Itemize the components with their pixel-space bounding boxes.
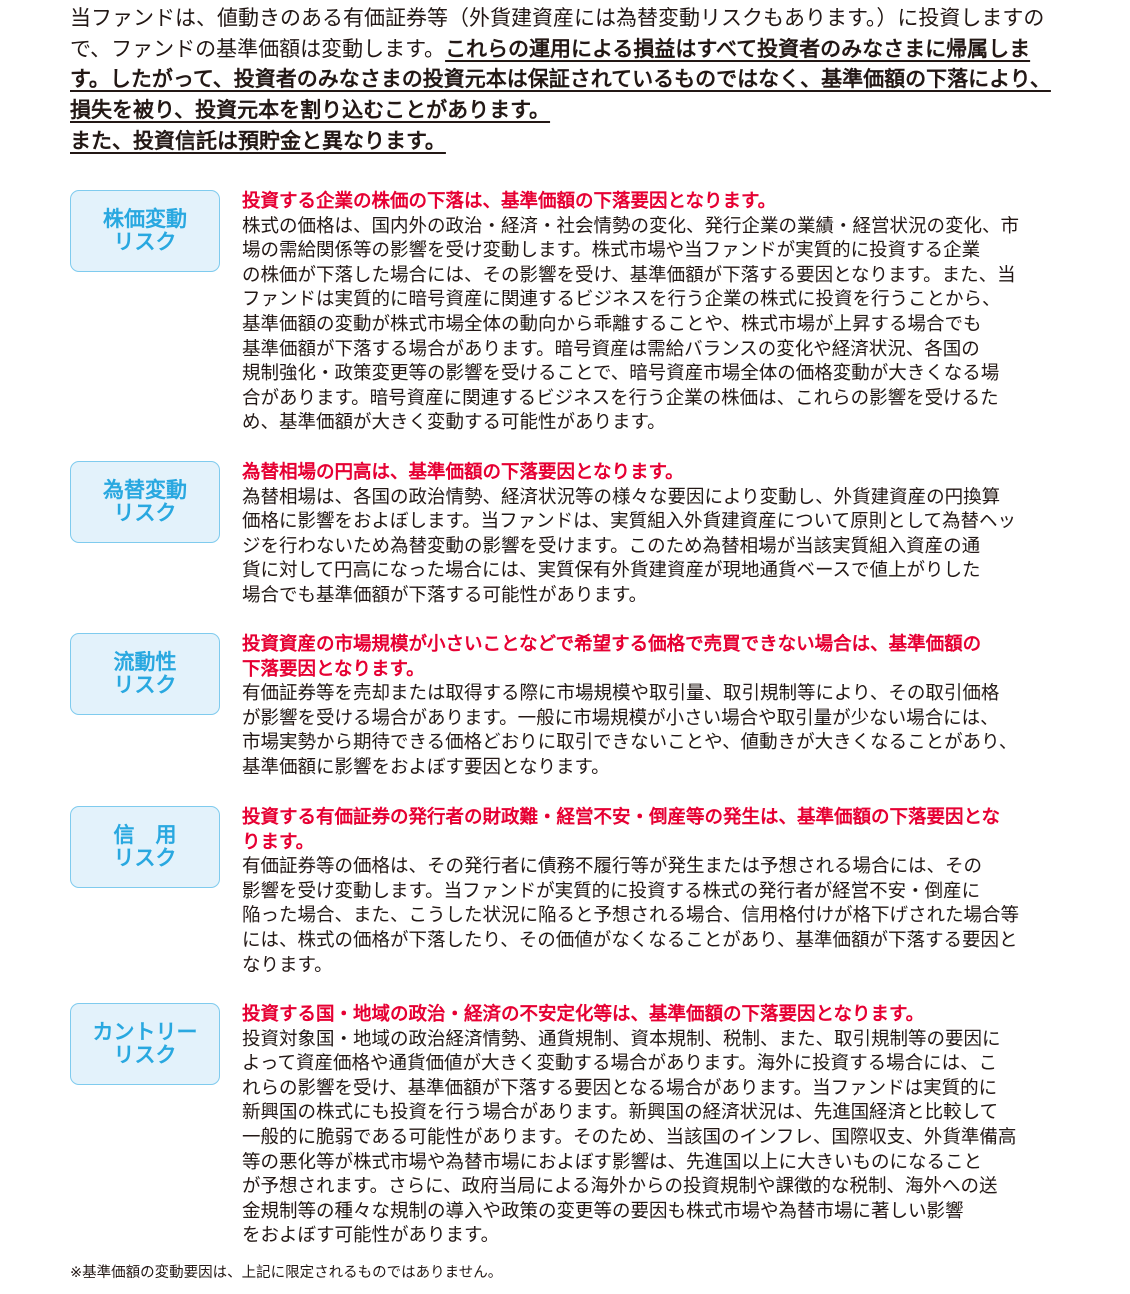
risk-body-line: には、株式の価格が下落したり、その価値がなくなることがあり、基準価額が下落する要…	[242, 929, 1018, 951]
risk-badge: 株価変動リスク	[70, 190, 220, 272]
risk-badge-label: リスク	[113, 673, 177, 697]
risk-heading: ります。	[242, 831, 315, 853]
risk-heading: 下落要因となります。	[242, 658, 425, 680]
risk-body-line: 影響を受け変動します。当ファンドが実質的に投資する株式の発行者が経営不安・倒産に	[242, 880, 981, 902]
risk-body-line: 為替相場は、各国の政治情勢、経済状況等の様々な要因により変動し、外貨建資産の円換…	[242, 486, 1001, 508]
intro-underlined-text: 損失を被り、投資元本を割り込むことがあります。	[70, 98, 551, 123]
risk-body-line: 場合でも基準価額が下落する可能性があります。	[242, 584, 648, 606]
risk-body-line: 価格に影響をおよぼします。当ファンドは、実質組入外貨建資産について原則として為替…	[242, 511, 1017, 533]
risk-body-line: 合があります。暗号資産に関連するビジネスを行う企業の株価は、これらの影響を受ける…	[242, 387, 999, 409]
risk-heading: 投資する企業の株価の下落は、基準価額の下落要因となります。	[242, 191, 777, 212]
risk-body-line: 有価証券等を売却または取得する際に市場規模や取引量、取引規制等により、その取引価…	[242, 683, 1000, 705]
risk-badge: 流動性リスク	[70, 633, 220, 715]
risk-body-line: 基準価額が下落する場合があります。暗号資産は需給バランスの変化や経済状況、各国の	[242, 338, 980, 360]
risk-body-line: なります。	[242, 954, 333, 976]
risk-body-line: 規制強化・政策変更等の影響を受けることで、暗号資産市場全体の価格変動が大きくなる…	[242, 363, 1000, 385]
footnote: ※基準価額の変動要因は、上記に限定されるものではありません。	[70, 1265, 503, 1281]
risk-body-line: れらの影響を受け、基準価額が下落する要因となる場合があります。当ファンドは実質的…	[242, 1077, 998, 1099]
risk-body-line: ジを行わないため為替変動の影響を受けます。このため為替相場が当該実質組入資産の通	[242, 535, 981, 557]
risk-body-line: 新興国の株式にも投資を行う場合があります。新興国の経済状況は、先進国経済と比較し…	[242, 1102, 999, 1124]
risk-heading: 投資する有価証券の発行者の財政難・経営不安・倒産等の発生は、基準価額の下落要因と…	[242, 807, 1000, 828]
risk-body-line: 陥った場合、また、こうした状況に陥ると予想される場合、信用格付けが格下げされた場…	[242, 905, 1020, 927]
intro-underlined-text: また、投資信託は預貯金と異なります。	[70, 128, 446, 153]
risk-body-line: め、基準価額が大きく変動する可能性があります。	[242, 412, 666, 434]
risk-body-line: の株価が下落した場合には、その影響を受け、基準価額が下落する要因となります。また…	[242, 264, 1016, 286]
risk-body-line: 貨に対して円高になった場合には、実質保有外貨建資産が現地通貨ベースで値上がりした	[242, 560, 981, 582]
risk-body-line: 有価証券等の価格は、その発行者に債務不履行等が発生または予想される場合には、その	[242, 856, 983, 878]
risk-body-line: 株式の価格は、国内外の政治・経済・社会情勢の変化、発行企業の業績・経営状況の変化…	[242, 215, 1020, 237]
intro-line: 当ファンドは、値動きのある有価証券等（外貨建資産には為替変動リスクもあります。）…	[70, 6, 1045, 30]
risk-body-line: 投資対象国・地域の政治経済情勢、通貨規制、資本規制、税制、また、取引規制等の要因…	[242, 1028, 1001, 1050]
risk-body-line: 金規制等の種々な規制の導入や政策の変更等の要因も株式市場や為替市場に著しい影響	[242, 1200, 964, 1222]
risk-badge: カントリーリスク	[70, 1003, 220, 1085]
risk-body-line: 一般的に脆弱である可能性があります。そのため、当該国のインフレ、国際収支、外貨準…	[242, 1126, 1017, 1148]
risk-heading: 投資する国・地域の政治・経済の不安定化等は、基準価額の下落要因となります。	[242, 1004, 925, 1025]
intro-underlined-text: す。したがって、投資者のみなさまの投資元本は保証されているものではなく、基準価額…	[70, 67, 1051, 92]
risk-badge-label: 為替変動	[103, 478, 187, 502]
risk-badge: 為替変動リスク	[70, 461, 220, 543]
risk-content: 投資する企業の株価の下落は、基準価額の下落要因となります。株式の価格は、国内外の…	[242, 190, 1072, 436]
risk-body-line: が予想されます。さらに、政府当局による海外からの投資規制や課徴的な税制、海外への…	[242, 1176, 998, 1198]
risk-body-line: 等の悪化等が株式市場や為替市場におよぼす影響は、先進国以上に大きいものになること	[242, 1151, 983, 1173]
risk-body-line: ファンドは実質的に暗号資産に関連するビジネスを行う企業の株式に投資を行うことから…	[242, 289, 1001, 311]
risk-heading: 為替相場の円高は、基準価額の下落要因となります。	[242, 462, 684, 483]
risk-badge-label: カントリー	[92, 1020, 198, 1044]
risk-body-line: 基準価額の変動が株式市場全体の動向から乖離することや、株式市場が上昇する場合でも	[242, 313, 982, 335]
risk-content: 投資する国・地域の政治・経済の不安定化等は、基準価額の下落要因となります。投資対…	[242, 1003, 1072, 1249]
risk-badge: 信 用リスク	[70, 806, 220, 888]
risk-content: 投資資産の市場規模が小さいことなどで希望する価格で売買できない場合は、基準価額の…	[242, 633, 1072, 781]
risk-content: 投資する有価証券の発行者の財政難・経営不安・倒産等の発生は、基準価額の下落要因と…	[242, 806, 1072, 978]
risk-badge-label: 流動性	[113, 650, 177, 674]
risk-body-line: が影響を受ける場合があります。一般に市場規模が小さい場合や取引量が少ない場合には…	[242, 707, 999, 729]
risk-content: 為替相場の円高は、基準価額の下落要因となります。為替相場は、各国の政治情勢、経済…	[242, 461, 1072, 609]
risk-badge-label: リスク	[113, 230, 177, 254]
risk-badge-label: リスク	[113, 846, 177, 870]
intro-disclaimer: 当ファンドは、値動きのある有価証券等（外貨建資産には為替変動リスクもあります。）…	[70, 3, 1080, 157]
risk-body-line: 基準価額に影響をおよぼす要因となります。	[242, 756, 610, 778]
risk-body-line: をおよぼす可能性があります。	[242, 1225, 500, 1247]
risk-badge-label: 信 用	[113, 823, 177, 847]
intro-line: で、ファンドの基準価額は変動します。これらの運用による損益はすべて投資者のみなさ…	[70, 34, 1080, 65]
risk-heading: 投資資産の市場規模が小さいことなどで希望する価格で売買できない場合は、基準価額の	[242, 634, 982, 655]
intro-text: で、ファンドの基準価額は変動します。	[70, 36, 446, 61]
risk-body-line: 場の需給関係等の影響を受け変動します。株式市場や当ファンドが実質的に投資する企業	[242, 240, 981, 262]
risk-badge-label: リスク	[113, 1043, 177, 1067]
risk-body-line: よって資産価格や通貨価値が大きく変動する場合があります。海外に投資する場合には、…	[242, 1053, 998, 1075]
risk-badge-label: リスク	[113, 501, 177, 525]
risk-body-line: 市場実勢から期待できる価格どおりに取引できないことや、値動きが大きくなることがあ…	[242, 732, 1018, 754]
risk-badge-label: 株価変動	[103, 207, 187, 231]
intro-underlined-text: これらの運用による損益はすべて投資者のみなさまに帰属しま	[445, 36, 1031, 61]
